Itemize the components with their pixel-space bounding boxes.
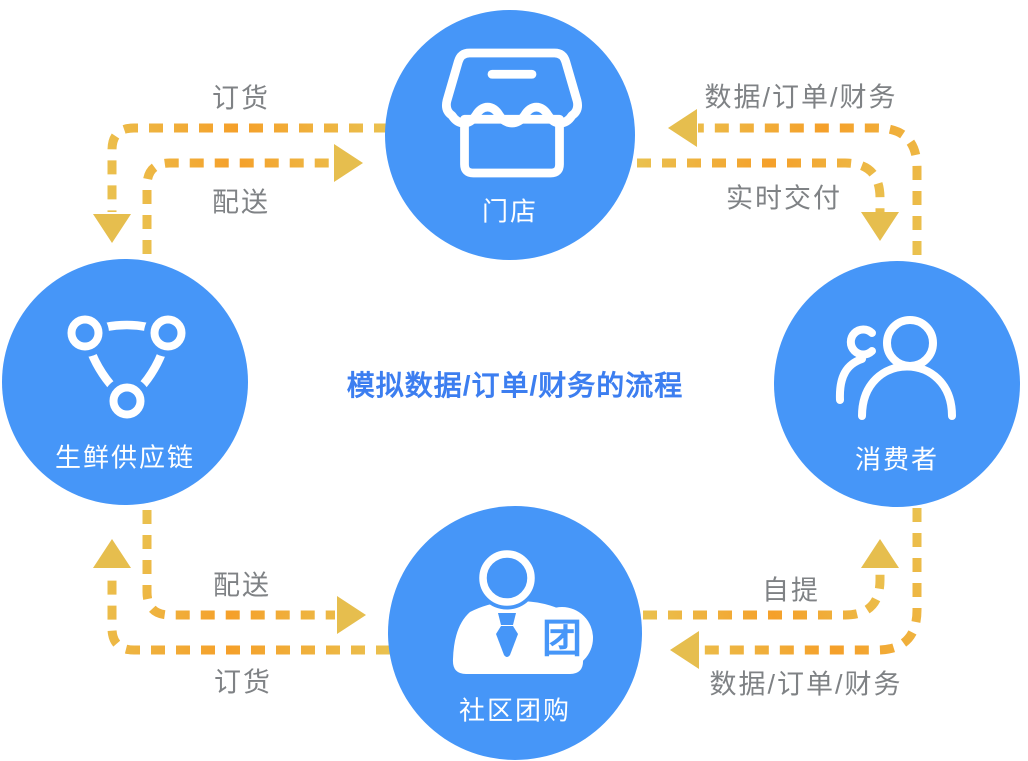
node-label: 生鲜供应链	[54, 442, 196, 473]
edge-group-to-consumer-line	[643, 570, 885, 620]
edge-label-deliver-top: 配送	[212, 187, 270, 218]
node-fresh-supply-chain: 生鲜供应链	[2, 259, 248, 505]
node-consumer: 消费者	[774, 261, 1020, 507]
node-label: 门店	[481, 196, 539, 227]
storefront-icon	[437, 43, 587, 183]
arrow-up-into-supply-icon	[93, 539, 131, 568]
consumers-icon	[826, 311, 963, 426]
group-leader-icon: 团	[450, 546, 596, 677]
arrow-left-into-group-icon	[670, 631, 699, 669]
arrow-up-into-consumer-icon	[861, 539, 899, 568]
group-badge-char: 团	[542, 617, 582, 661]
supply-network-icon	[61, 308, 192, 426]
arrow-down-into-supply-icon	[93, 214, 131, 243]
edge-store-to-consumer-line	[637, 158, 885, 212]
edge-supply-to-store-line	[142, 158, 332, 254]
edge-consumer-to-group-line	[700, 508, 922, 655]
edge-label-realtime: 实时交付	[726, 183, 842, 214]
node-store: 门店	[385, 10, 635, 260]
edge-group-to-supply-line	[107, 570, 390, 655]
arrow-right-into-store-icon	[334, 144, 363, 182]
group-badge-circle	[530, 606, 593, 669]
edge-supply-to-group-line	[142, 510, 335, 620]
edge-label-selfpickup: 自提	[762, 575, 820, 606]
edge-label-deliver-bottom: 配送	[213, 570, 271, 601]
node-community-group-buy: 团 社区团购	[388, 506, 642, 760]
edge-label-order-bottom: 订货	[214, 667, 272, 698]
diagram-caption: 模拟数据/订单/财务的流程	[346, 370, 684, 401]
edge-label-data-bottom: 数据/订单/财务	[709, 669, 903, 700]
node-label: 消费者	[854, 444, 940, 475]
arrow-down-into-consumer-icon	[861, 212, 899, 241]
node-label: 社区团购	[458, 695, 572, 726]
edge-consumer-to-store-line	[698, 123, 922, 255]
tie-knot	[497, 612, 516, 625]
edge-label-data-top: 数据/订单/财务	[704, 82, 898, 113]
tie	[495, 625, 518, 657]
edge-store-to-supply-line	[107, 123, 388, 212]
edge-label-order-top: 订货	[212, 83, 270, 114]
arrow-right-into-group-icon	[337, 596, 366, 634]
arrow-left-into-store-icon	[668, 109, 697, 147]
